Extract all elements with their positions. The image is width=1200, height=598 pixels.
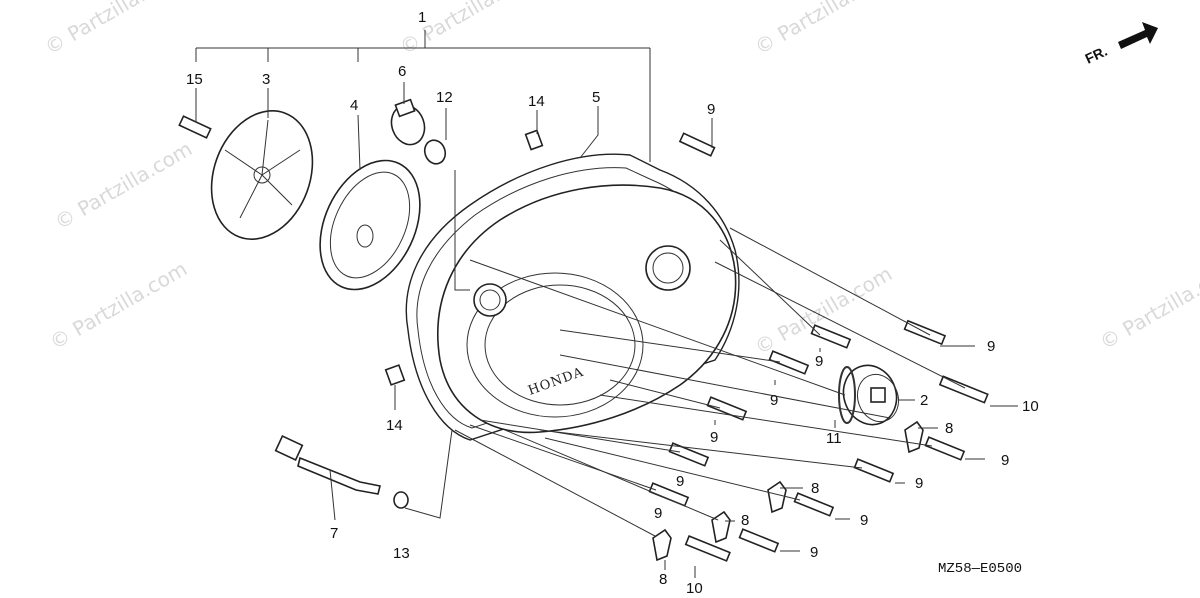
callout-8: 8 (741, 512, 749, 529)
watermark: © Partzilla.com (51, 136, 197, 234)
part-3-plate (210, 110, 314, 240)
part-15-bolt (178, 115, 212, 139)
callout-9: 9 (770, 392, 778, 409)
callout-8: 8 (659, 571, 667, 588)
callout-7: 7 (330, 525, 338, 542)
callout-9: 9 (1001, 452, 1009, 469)
callout-13: 13 (393, 545, 410, 562)
part-8-clip (904, 420, 924, 454)
callout-15: 15 (186, 71, 203, 88)
part-7-dipstick (274, 435, 381, 495)
part-6-cap (390, 98, 426, 146)
part-8-clip (711, 510, 731, 544)
watermark: © Partzilla.com (41, 0, 187, 59)
front-direction-indicator: FR. (1083, 22, 1158, 67)
callout-5: 5 (592, 89, 600, 106)
callout-4: 4 (350, 97, 358, 114)
part-4-screen (319, 159, 421, 291)
cover-bolts (648, 132, 989, 562)
callout-9: 9 (915, 475, 923, 492)
leader-lines (195, 82, 1018, 578)
front-arrow-icon (1118, 22, 1158, 49)
part-12-o-ring (423, 139, 447, 165)
callout-9: 9 (654, 505, 662, 522)
watermark: © Partzilla.com (1096, 256, 1200, 354)
callout-9: 9 (987, 338, 995, 355)
callout-14: 14 (528, 93, 545, 110)
callout-1: 1 (418, 9, 426, 26)
callout-3: 3 (262, 71, 270, 88)
callout-9: 9 (707, 101, 715, 118)
callout-9: 9 (710, 429, 718, 446)
part-11-o-ring (838, 366, 856, 424)
watermark: © Partzilla.com (751, 261, 897, 359)
callout-2: 2 (920, 392, 928, 409)
diagram-code: MZ58—E0500 (938, 561, 1022, 577)
part-13-washer (393, 491, 409, 509)
callout-8: 8 (945, 420, 953, 437)
callout-11: 11 (826, 430, 842, 447)
part-2-plug (842, 364, 900, 426)
front-direction-label: FR. (1083, 43, 1110, 67)
part-14-dowel-upper (524, 129, 544, 151)
part-14-dowel-lower (384, 364, 406, 386)
callout-9: 9 (676, 473, 684, 490)
part-8-clip (652, 528, 672, 562)
watermark: © Partzilla.com (751, 0, 897, 59)
part-8-clip (767, 480, 787, 514)
callout-6: 6 (398, 63, 406, 80)
callout-9: 9 (860, 512, 868, 529)
callout-10: 10 (686, 580, 703, 597)
callout-14: 14 (386, 417, 403, 434)
assembly-bracket (195, 30, 651, 162)
callout-12: 12 (436, 89, 453, 106)
watermark: © Partzilla.com (46, 256, 192, 354)
callout-9: 9 (815, 353, 823, 370)
crankcase-cover: HONDA (437, 184, 737, 434)
callout-10: 10 (1022, 398, 1039, 415)
callout-labels: 1 15 3 4 6 12 14 5 9 9 9 9 10 2 11 8 9 9… (186, 9, 1039, 597)
callout-9: 9 (810, 544, 818, 561)
callout-8: 8 (811, 480, 819, 497)
